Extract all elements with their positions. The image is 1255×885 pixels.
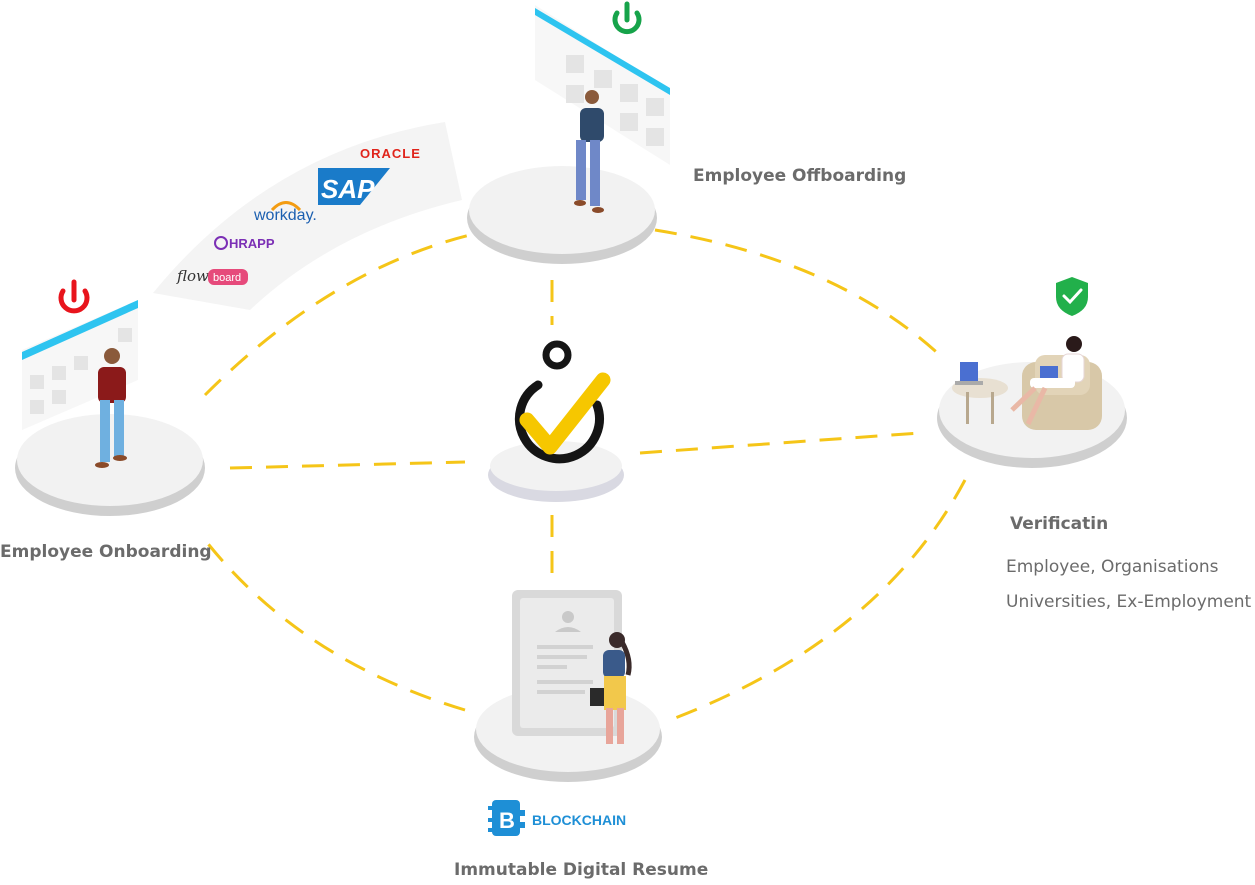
blockchain-label: BLOCKCHAIN [532,812,626,828]
offboarding-screen [535,5,670,165]
sap-logo: SAP [318,168,390,205]
offboarding-node [467,1,670,264]
svg-text:flow: flow [176,267,209,285]
connector-ring [203,228,967,722]
blockchain-logo: B BLOCKCHAIN [488,800,626,836]
verification-detail-1: Employee, Organisations [1006,557,1219,577]
onboarding-person [95,348,127,468]
offboarding-label: Employee Offboarding [693,166,907,186]
resume-node [474,590,662,782]
workday-logo: workday. [253,201,317,224]
svg-text:workday.: workday. [253,207,317,224]
power-icon [58,279,90,314]
svg-text:HRAPP: HRAPP [229,236,275,251]
svg-text:SAP: SAP [321,174,375,204]
integrations-panel: ORACLE SAP workday. HRAPP flow board [153,122,462,310]
verification-label: Verificatin [1010,514,1109,534]
resume-person [590,632,632,744]
center-logo-node [488,340,624,502]
verification-node [937,277,1127,468]
verification-person [1010,336,1085,426]
desk-table [952,362,1008,424]
onboarding-node [15,279,205,516]
onboarding-label: Employee Onboarding [0,542,212,562]
checkmark-logo-icon [514,340,611,464]
blockchain-icon [488,800,525,836]
power-icon [612,1,642,35]
oracle-logo: ORACLE [360,146,421,161]
svg-text:B: B [499,808,515,833]
offboarding-person [574,90,604,213]
onboarding-screen [22,300,138,430]
hrapp-logo: HRAPP [214,236,275,251]
resume-label: Immutable Digital Resume [454,860,709,880]
user-icon [562,611,574,623]
shield-check-icon [1056,277,1088,316]
flowboard-logo: flow board [176,267,248,285]
verification-detail-2: Universities, Ex-Employment [1006,592,1252,612]
svg-text:board: board [213,272,241,284]
